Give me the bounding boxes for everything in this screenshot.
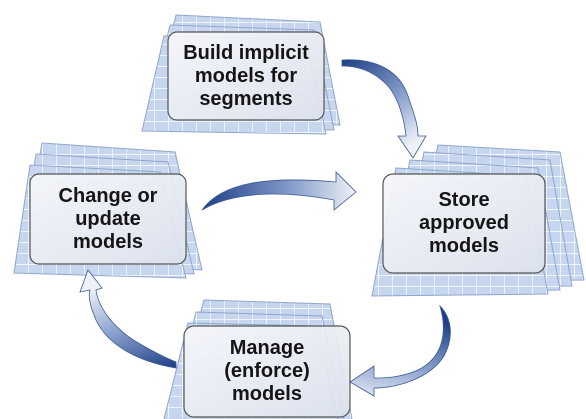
arrow-store-to-manage bbox=[349, 304, 451, 397]
change-node-box bbox=[29, 173, 187, 265]
build-node-stack bbox=[141, 14, 341, 135]
manage-node-label: Manage (enforce) models bbox=[224, 337, 310, 405]
build-node-label: Build implicit models for segments bbox=[183, 41, 309, 110]
store-node-box bbox=[382, 173, 546, 274]
arrow-build-to-store bbox=[341, 59, 427, 159]
arrow-change-to-store bbox=[201, 171, 357, 211]
arrow-manage-to-change bbox=[79, 269, 177, 369]
store-node-stack bbox=[371, 144, 585, 297]
manage-node-stack bbox=[163, 299, 353, 419]
manage-node-box bbox=[183, 325, 351, 418]
store-node-label: Store approved models bbox=[418, 189, 510, 257]
change-node-stack bbox=[13, 142, 203, 279]
build-node-box bbox=[167, 31, 325, 121]
change-node-label: Change or update models bbox=[58, 184, 158, 253]
